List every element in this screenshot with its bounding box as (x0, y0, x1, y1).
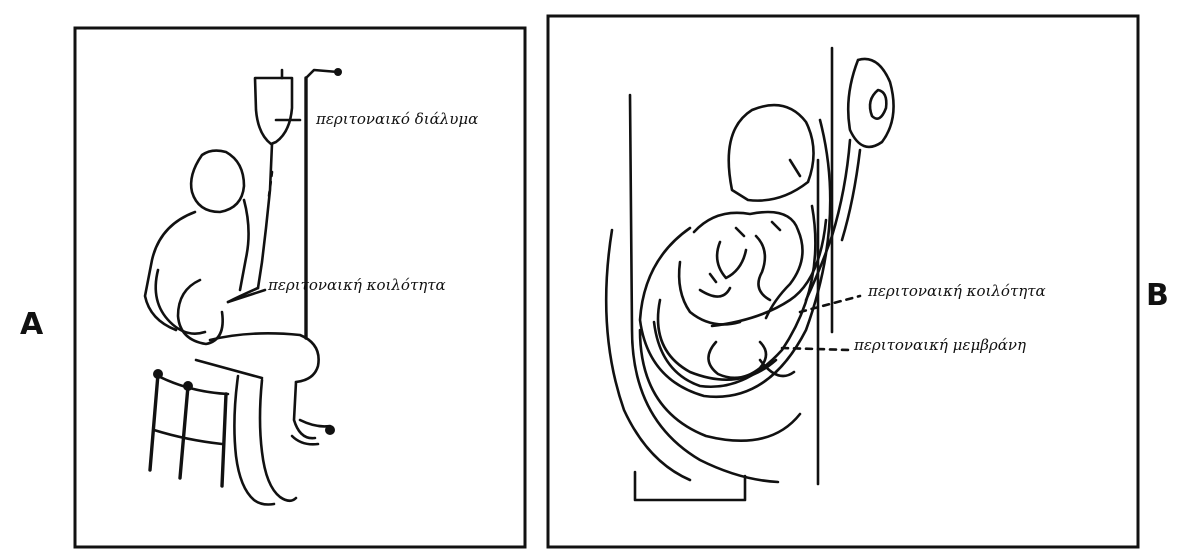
panel-b: περιτοναική κοιλότητα περιτοναική μεμβρά… (548, 16, 1138, 547)
panel-letter-b: B (1146, 278, 1169, 313)
peritoneal-layers (640, 120, 830, 441)
label-dialysate: περιτοναικό διάλυμα (315, 110, 478, 128)
label-cavity-b: περιτοναική κοιλότητα (867, 282, 1046, 300)
iv-pole (306, 68, 342, 338)
label-membrane: περιτοναική μεμβράνη (853, 336, 1026, 354)
label-cavity-a: περιτοναική κοιλότητα (267, 276, 446, 294)
leader-membrane (782, 348, 850, 350)
dialysate-bag (255, 70, 292, 288)
panel-b-frame (548, 16, 1138, 547)
leader-cavity-b (800, 296, 860, 312)
panel-a: περιτοναικό διάλυμα περιτοναική κοιλότητ… (75, 28, 525, 547)
body-outline (606, 48, 832, 500)
chair (150, 369, 228, 486)
panel-letter-a: A (20, 307, 44, 342)
upper-organ (729, 105, 814, 201)
intestines (679, 212, 802, 378)
catheter (712, 220, 826, 326)
